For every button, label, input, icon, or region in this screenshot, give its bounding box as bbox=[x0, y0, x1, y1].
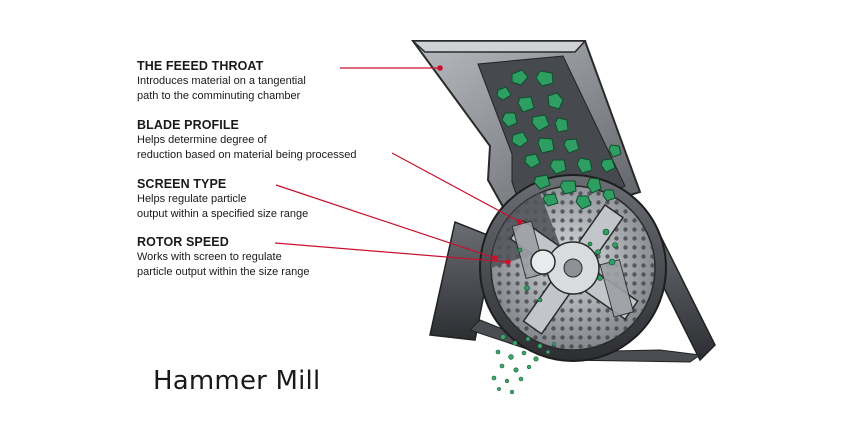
diagram-caption: Hammer Mill bbox=[153, 366, 321, 396]
callout-title: ROTOR SPEED bbox=[137, 235, 229, 249]
callout-screen-type: SCREEN TYPE Helps regulate particle outp… bbox=[137, 177, 308, 221]
callout-line: output within a specified size range bbox=[137, 207, 309, 220]
callout-title: THE FEEED THROAT bbox=[137, 59, 264, 73]
callout-line: Introduces material on a tangential bbox=[137, 75, 306, 87]
callout-title: BLADE PROFILE bbox=[137, 118, 239, 132]
leader-line-blade-profile bbox=[391, 152, 521, 223]
callout-line: Works with screen to regulate bbox=[137, 251, 282, 263]
callout-line: Helps determine degree of bbox=[137, 134, 267, 146]
callout-line: path to the comminuting chamber bbox=[137, 89, 301, 102]
mill-legs bbox=[429, 220, 716, 363]
callout-feed-throat: THE FEEED THROAT Introduces material on … bbox=[137, 59, 306, 103]
callout-title: SCREEN TYPE bbox=[137, 177, 227, 191]
callout-line: reduction based on material being proces… bbox=[137, 148, 357, 161]
callout-line: particle output within the size range bbox=[137, 265, 310, 278]
leader-line-screen-type bbox=[275, 184, 496, 259]
feed-particles bbox=[496, 69, 622, 210]
leader-line-rotor-speed bbox=[274, 242, 509, 263]
callout-rotor-speed: ROTOR SPEED Works with screen to regulat… bbox=[137, 235, 309, 279]
leader-lines bbox=[274, 65, 523, 265]
callout-line: Helps regulate particle bbox=[137, 193, 247, 205]
rotor bbox=[509, 203, 639, 335]
discharge-particles bbox=[491, 334, 556, 395]
callout-blade-profile: BLADE PROFILE Helps determine degree of … bbox=[137, 118, 357, 162]
milling-particles bbox=[517, 228, 618, 303]
